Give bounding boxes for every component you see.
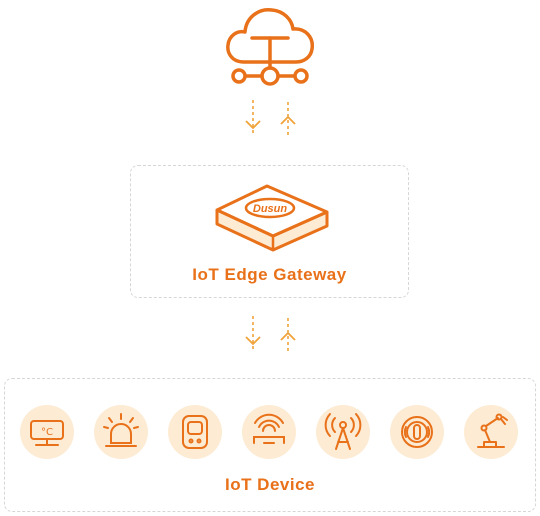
- gateway-panel: Dusun IoT Edge Gateway: [130, 165, 409, 298]
- arrow-up-icon: [280, 318, 296, 352]
- thermostat-text: °C: [41, 427, 53, 438]
- gateway-router-icon: Dusun: [215, 184, 329, 252]
- arrow-down-icon: [245, 316, 261, 350]
- gateway-brand: Dusun: [253, 203, 288, 215]
- wireless-sensor-icon: [242, 405, 296, 459]
- smart-speaker-icon: [390, 405, 444, 459]
- cloud-network-icon: [226, 8, 314, 86]
- radio-tower-icon: [316, 405, 370, 459]
- gateway-label: IoT Edge Gateway: [192, 265, 347, 284]
- robot-arm-icon: [464, 405, 518, 459]
- arrow-up-icon: [280, 102, 296, 136]
- thermostat-icon: °C: [20, 405, 74, 459]
- device-label: IoT Device: [224, 475, 316, 494]
- device-panel: IoT Device: [4, 378, 536, 512]
- smart-socket-icon: [168, 405, 222, 459]
- alarm-siren-icon: [94, 405, 148, 459]
- arrow-down-icon: [245, 100, 261, 134]
